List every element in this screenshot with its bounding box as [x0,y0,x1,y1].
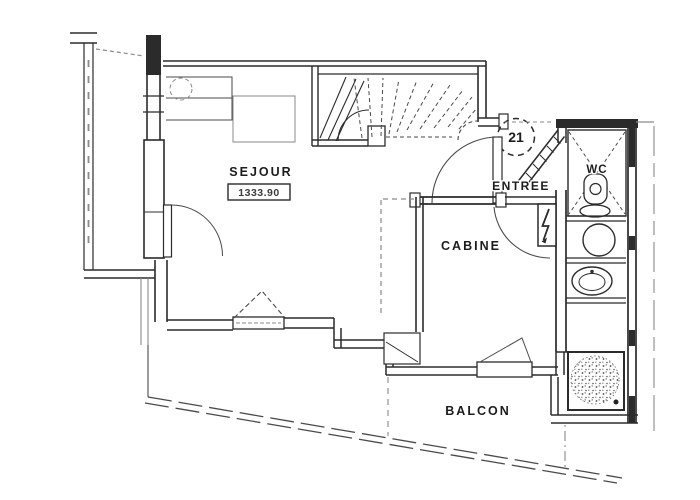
kitchen-unit [166,76,296,143]
shower-tray-icon [567,351,625,411]
entree-label: ENTREE [492,179,550,193]
wc-label: WC [586,164,607,176]
north-wall [163,60,509,146]
round-basin-icon [582,223,616,257]
sejour-west-door [162,204,223,258]
balcony-outline [140,278,655,484]
casement-swing-icon [479,337,532,363]
dashed-tilt-window-icon [233,290,286,319]
room-labels: SEJOUR 1333.90 ENTREE CABINE WC BALCON [227,163,608,419]
oval-sink-icon [571,266,613,296]
door-leaf [162,204,173,258]
area-stamp-value: 1333.90 [238,187,279,199]
sanitary-strip [555,119,655,423]
winder-staircase-icon [312,76,478,147]
sejour-label: SEJOUR [229,165,292,179]
unit-number: 21 [508,129,524,145]
overhead-outline-dashed [380,198,414,316]
west-wall [143,35,168,322]
left-neighbour-wall [70,32,155,279]
balcon-label: BALCON [445,404,510,418]
toilet-icon [579,173,611,218]
window [232,316,285,330]
sejour-entree-door [431,136,503,204]
door-swing-arc-icon [171,204,223,257]
cabine-walls [380,192,556,332]
door-swing-arc-icon [431,136,499,204]
unit-number-badge: 21 [496,117,536,157]
door-swing-arc-icon [493,206,551,259]
area-stamp: 1333.90 [227,183,291,201]
lightning-panel-icon [537,203,557,247]
cabine-label: CABINE [441,239,501,253]
balcony-slanted-edge [144,396,623,484]
window [476,361,533,378]
south-walls [167,290,638,424]
